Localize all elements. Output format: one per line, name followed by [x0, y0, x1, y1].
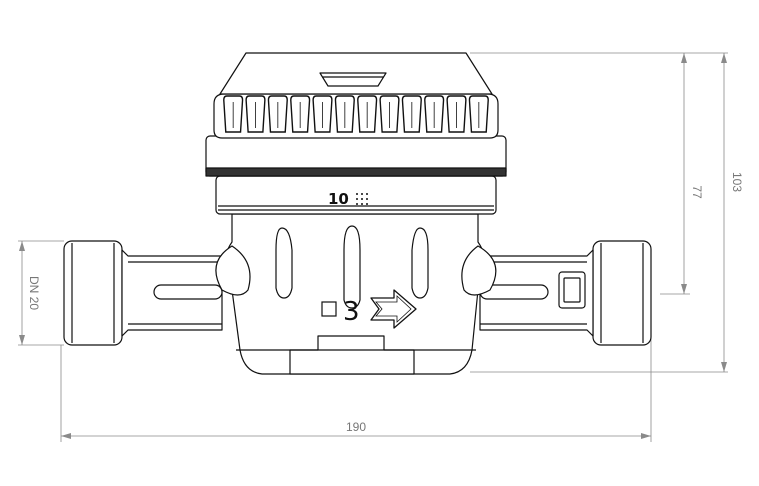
class-square-marker	[321, 301, 337, 317]
flow-direction-arrow	[370, 289, 417, 329]
height-total-dimension-label: 103	[730, 172, 744, 192]
flow-direction-arrow-inner	[375, 295, 412, 323]
register-band	[205, 135, 507, 177]
meter-cap	[219, 52, 493, 95]
dial-ring	[215, 175, 497, 215]
cap-knurl-teeth	[223, 95, 489, 133]
dimension-arrowheads	[19, 53, 727, 439]
lower-housing	[215, 213, 497, 375]
dimension-lines	[18, 52, 728, 442]
meter-outline	[63, 52, 652, 375]
flow-class-number: 3	[343, 297, 360, 327]
width-dimension-label: 190	[346, 420, 366, 434]
height-axis-dimension-label: 77	[690, 185, 704, 199]
right-connector	[479, 240, 652, 346]
nominal-diameter-label: DN 20	[27, 276, 41, 310]
left-connector	[63, 240, 223, 346]
dial-marking: 10	[328, 190, 349, 208]
dial-dots	[356, 193, 368, 205]
